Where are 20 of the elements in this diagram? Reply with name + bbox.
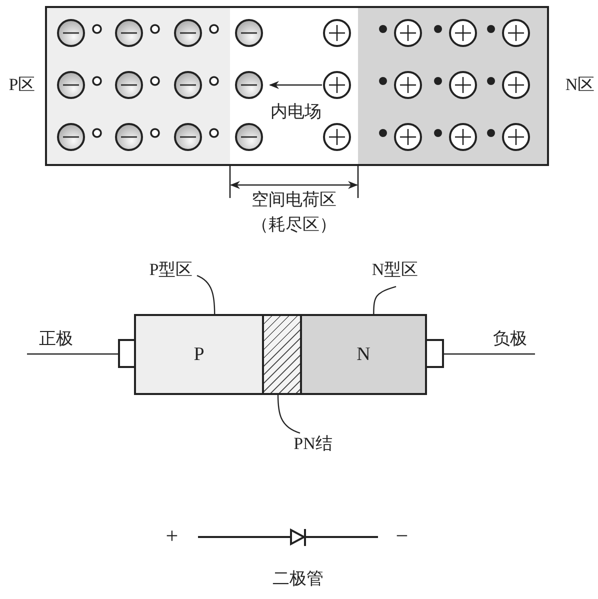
leader-line	[277, 395, 300, 434]
dimension-label: 空间电荷区（耗尽区）	[250, 189, 338, 236]
field-label: 内电场	[270, 102, 322, 122]
leader-line	[373, 286, 396, 314]
polarity-sign: −	[396, 526, 408, 546]
region-label: P区	[8, 75, 36, 95]
leader-line	[196, 275, 216, 314]
junction-box	[262, 314, 302, 395]
region-letter: N	[356, 344, 370, 366]
region-letter: P	[194, 344, 204, 366]
region-label: N区	[565, 75, 595, 95]
callout-label: N型区	[369, 258, 421, 280]
p-region-box	[134, 314, 264, 395]
symbol-caption: 二极管	[272, 569, 324, 589]
callout-label: PN结	[288, 432, 338, 454]
electrode-label: 正极	[39, 329, 73, 349]
polarity-sign: +	[166, 526, 178, 546]
callout-label: P型区	[145, 258, 197, 280]
electrode-label: 负极	[493, 329, 527, 349]
n-region-box	[300, 314, 427, 395]
